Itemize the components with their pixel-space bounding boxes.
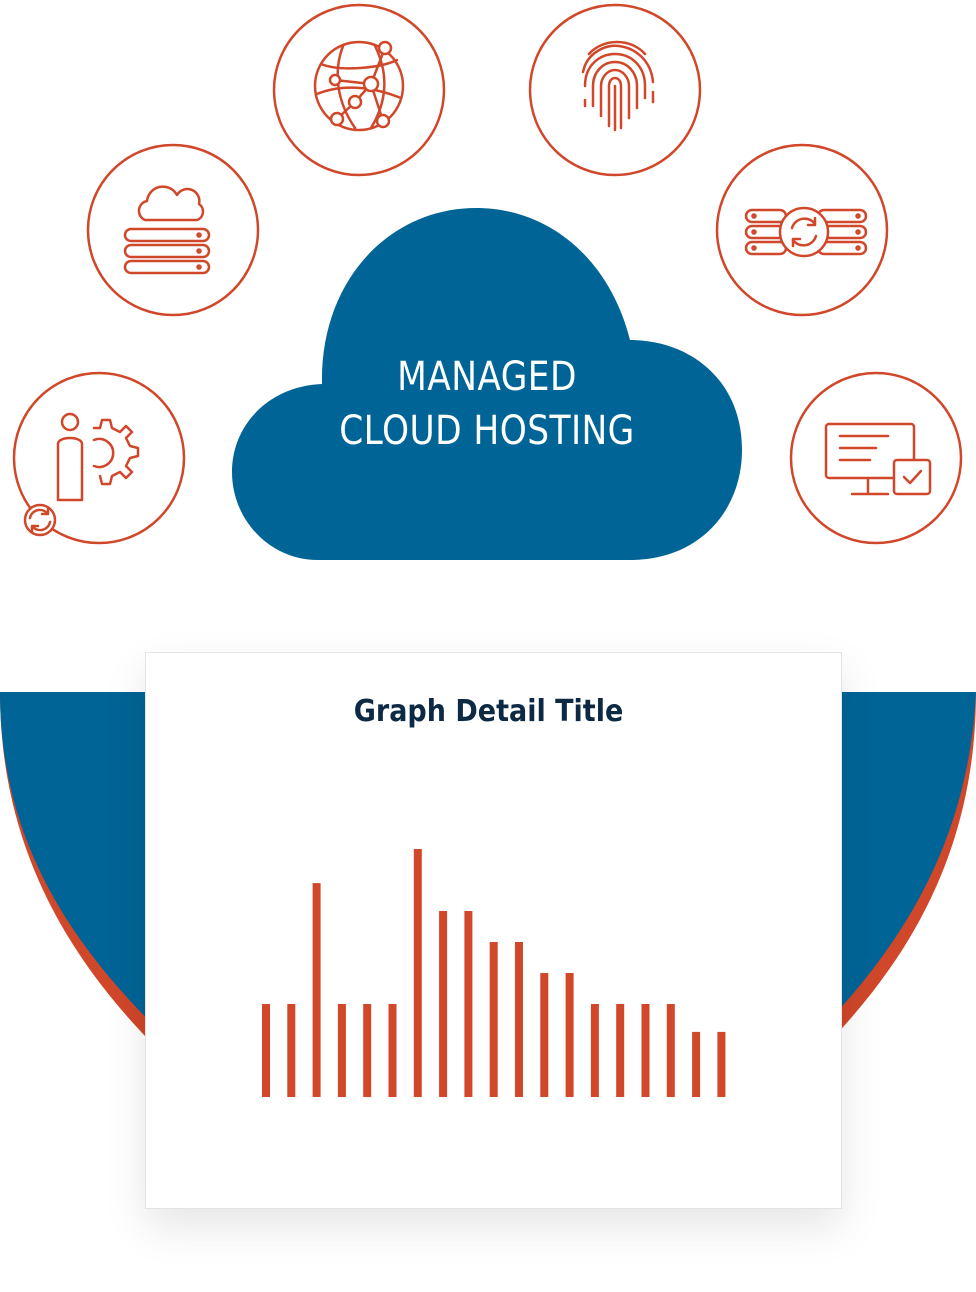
bar-18 (692, 1031, 701, 1097)
bar-17 (666, 1004, 675, 1097)
bar-6 (388, 1004, 397, 1097)
bar-19 (717, 1031, 726, 1097)
bar-2 (287, 1004, 296, 1097)
bar-12 (540, 973, 549, 1097)
bar-4 (337, 1004, 346, 1097)
cloud-title-line-1: MANAGED (397, 354, 577, 400)
bar-14 (590, 1004, 599, 1097)
cloud-storage-icon (86, 143, 260, 317)
global-network-icon (272, 3, 446, 177)
user-settings-sync-icon (12, 371, 186, 545)
bar-13 (565, 973, 574, 1097)
graph-card (145, 652, 842, 1209)
bar-16 (641, 1004, 650, 1097)
bar-7 (413, 849, 422, 1097)
cloud-title: MANAGED CLOUD HOSTING (326, 350, 648, 458)
bar-8 (439, 911, 448, 1097)
bar-1 (262, 1004, 270, 1097)
cloud-title-line-2: CLOUD HOSTING (339, 408, 635, 454)
graph-title: Graph Detail Title (353, 694, 624, 729)
bar-15 (616, 1004, 625, 1097)
monitor-check-icon (789, 371, 963, 545)
bar-9 (464, 911, 473, 1097)
bar-10 (489, 942, 498, 1097)
bar-5 (363, 1004, 372, 1097)
bar-11 (515, 942, 523, 1097)
fingerprint-icon (528, 3, 702, 177)
bar-3 (312, 883, 321, 1097)
server-sync-icon (715, 143, 889, 317)
